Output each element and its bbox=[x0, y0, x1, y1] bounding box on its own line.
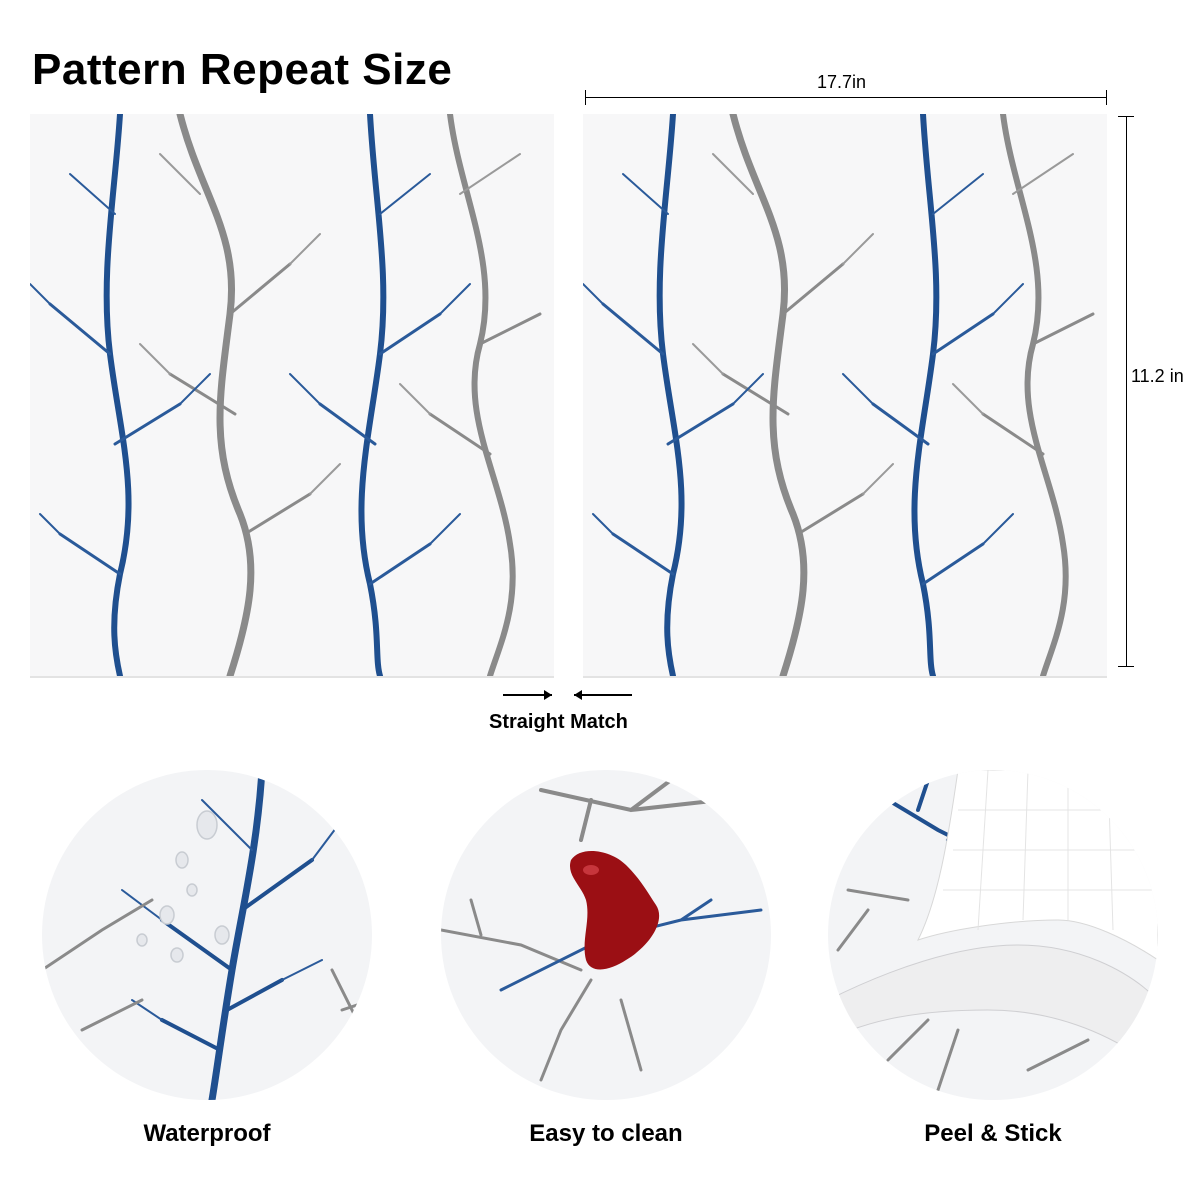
waterproof-image bbox=[42, 770, 372, 1100]
peel-and-stick-image bbox=[828, 770, 1158, 1100]
height-label: 11.2 in bbox=[1131, 366, 1184, 386]
width-label: 17.7in bbox=[817, 72, 867, 92]
width-dimension-tick-right bbox=[1106, 90, 1107, 105]
wallpaper-panel-right bbox=[583, 114, 1107, 676]
page-title: Pattern Repeat Size bbox=[32, 45, 453, 94]
easy-to-clean-image bbox=[441, 770, 771, 1100]
easy-to-clean-caption: Easy to clean bbox=[529, 1120, 683, 1147]
peel-and-stick-caption: Peel & Stick bbox=[924, 1120, 1062, 1147]
height-dimension-line bbox=[1126, 116, 1127, 667]
peeled-corner-icon bbox=[828, 770, 1158, 1092]
width-dimension-line bbox=[585, 97, 1107, 98]
branch-pattern-right bbox=[583, 114, 1095, 676]
width-dimension-tick-left bbox=[585, 90, 586, 105]
water-droplets-icon bbox=[42, 770, 372, 1100]
height-dimension-tick-bottom bbox=[1118, 666, 1134, 667]
match-arrows-icon bbox=[503, 690, 632, 700]
branch-pattern-left bbox=[30, 114, 542, 676]
wine-stain-icon bbox=[441, 778, 763, 1082]
wallpaper-panel-left bbox=[30, 114, 554, 676]
straight-match-label: Straight Match bbox=[489, 711, 628, 733]
height-dimension-tick-top bbox=[1118, 116, 1134, 117]
waterproof-caption: Waterproof bbox=[143, 1120, 271, 1147]
